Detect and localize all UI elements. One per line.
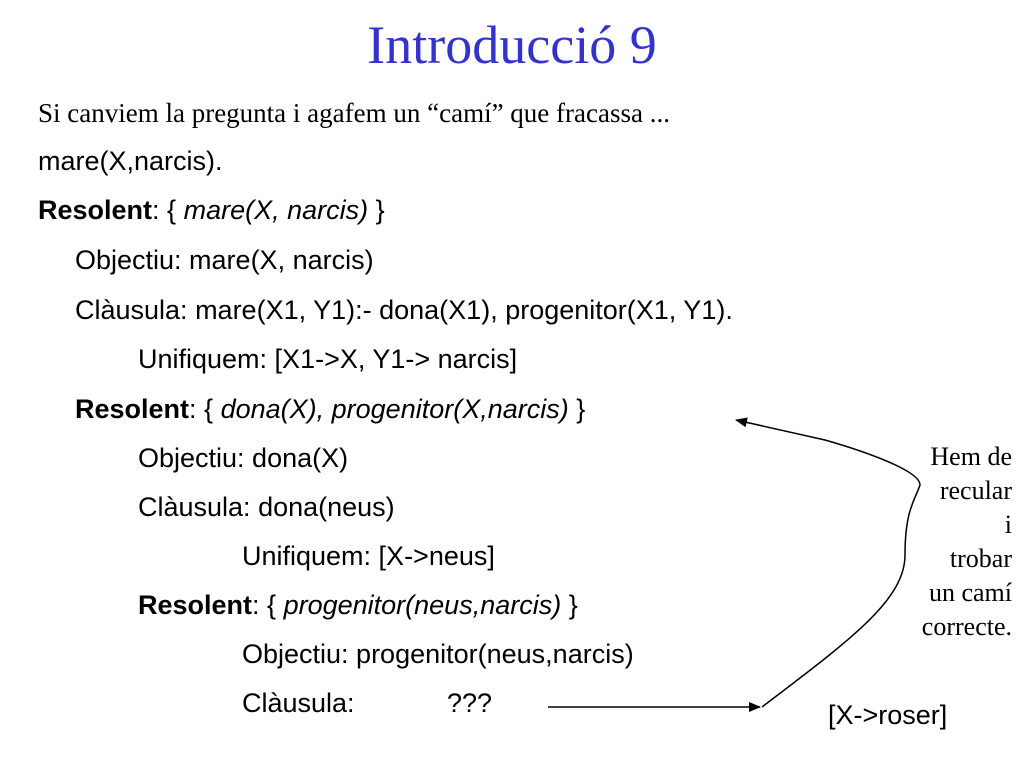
clausula-line-2: Clàusula: dona(neus)	[138, 492, 395, 522]
clausula-line-1: Clàusula: mare(X1, Y1):- dona(X1), proge…	[75, 295, 733, 325]
resolent-label: Resolent	[38, 195, 153, 225]
backtrack-note: Hem de recular i trobar un camí correcte…	[862, 440, 1012, 644]
resolent-line-1: Resolent: { mare(X, narcis) }	[38, 197, 385, 224]
resolent-line-2: Resolent: { dona(X), progenitor(X,narcis…	[75, 396, 585, 423]
note-line: i	[1004, 510, 1012, 539]
resolent-label: Resolent	[75, 394, 190, 424]
intro-text: Si canviem la pregunta i agafem un “camí…	[38, 98, 670, 128]
note-line: recular	[939, 476, 1012, 505]
resolent-goal: mare(X, narcis)	[183, 195, 369, 225]
objectiu-line-3: Objectiu: progenitor(neus,narcis)	[242, 639, 634, 669]
objectiu-line-1: Objectiu: mare(X, narcis)	[75, 245, 374, 275]
resolent-goal: dona(X), progenitor(X,narcis)	[220, 394, 569, 424]
alternative-unification: [X->roser]	[828, 700, 948, 730]
brace-open: : {	[152, 195, 177, 225]
unifiquem-line-1: Unifiquem: [X1->X, Y1-> narcis]	[138, 344, 518, 374]
backtrack-curve-arrow	[735, 417, 921, 708]
brace-close: }	[368, 195, 385, 225]
resolent-line-3: Resolent: { progenitor(neus,narcis) }	[138, 592, 578, 619]
note-line: un camí	[928, 578, 1012, 607]
brace-close: }	[568, 394, 586, 424]
resolent-goal: progenitor(neus,narcis)	[283, 590, 562, 620]
query-line: mare(X,narcis).	[38, 146, 223, 176]
note-line: Hem de	[930, 442, 1012, 471]
note-line: correcte.	[921, 612, 1012, 641]
brace-open: : {	[189, 394, 214, 424]
slide-title: Introducció 9	[367, 15, 657, 75]
note-line: trobar	[949, 544, 1012, 573]
objectiu-line-2: Objectiu: dona(X)	[138, 443, 349, 473]
clausula-line-3-label: Clàusula:	[242, 688, 355, 718]
unifiquem-line-2: Unifiquem: [X->neus]	[242, 541, 495, 571]
resolent-label: Resolent	[138, 590, 253, 620]
brace-open: : {	[252, 590, 277, 620]
brace-close: }	[561, 590, 578, 620]
clausula-line-3-value: ???	[447, 688, 493, 718]
